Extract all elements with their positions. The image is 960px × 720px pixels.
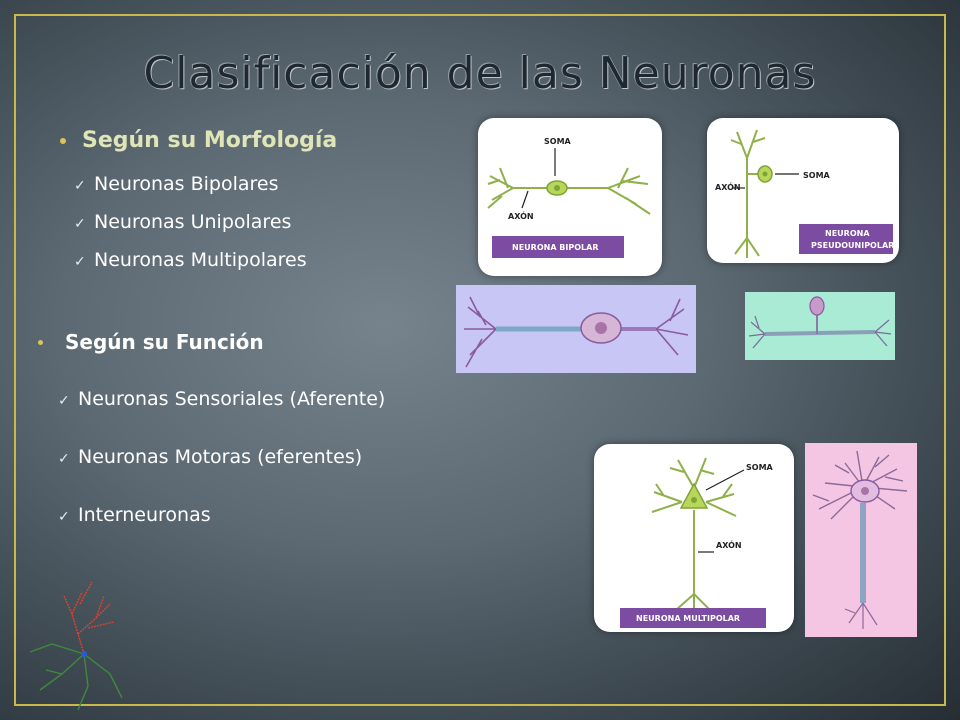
function-heading-text: Según su Función xyxy=(65,330,264,354)
list-item: ✓ Neuronas Unipolares xyxy=(74,204,307,242)
list-item: ✓ Neuronas Multipolares xyxy=(74,242,307,280)
bipolar-neuron-figure: SOMA AXÓN NEURONA BIPOLAR xyxy=(478,118,662,276)
list-item: ✓ Interneuronas xyxy=(58,504,385,562)
multipolar-neuron-figure: SOMA AXÓN NEURONA MULTIPOLAR xyxy=(594,444,794,632)
check-icon: ✓ xyxy=(58,509,70,525)
morphology-heading: Según su Morfología xyxy=(60,128,337,153)
check-icon: ✓ xyxy=(74,178,86,194)
bullet-dot-icon xyxy=(60,137,66,144)
multipolar-neuron-illustration xyxy=(805,443,917,637)
slide-title: Clasificación de las Neuronas xyxy=(143,48,817,99)
soma-label: SOMA xyxy=(544,137,572,146)
axon-label: AXÓN xyxy=(715,181,741,192)
axon-label: AXÓN xyxy=(716,539,742,550)
unipolar-neuron-illustration xyxy=(745,292,895,360)
list-item-text: Interneuronas xyxy=(78,504,211,526)
soma-label: SOMA xyxy=(746,463,774,472)
soma-label: SOMA xyxy=(803,171,831,180)
function-heading: Según su Función xyxy=(38,330,264,354)
list-item-text: Neuronas Multipolares xyxy=(94,249,307,271)
check-icon: ✓ xyxy=(58,393,70,409)
morphology-heading-text: Según su Morfología xyxy=(82,128,338,153)
list-item-text: Neuronas Bipolares xyxy=(94,173,279,195)
list-item-text: Neuronas Unipolares xyxy=(94,211,292,233)
list-item: ✓ Neuronas Motoras (eferentes) xyxy=(58,446,385,504)
slide-border xyxy=(14,14,946,706)
bipolar-neuron-illustration xyxy=(456,285,696,373)
list-item: ✓ Neuronas Bipolares xyxy=(74,166,307,204)
pseudounipolar-neuron-figure: SOMA AXÓN NEURONA PSEUDOUNIPOLAR xyxy=(707,118,899,263)
pseudounipolar-caption-line1: NEURONA xyxy=(825,229,870,238)
axon-label: AXÓN xyxy=(508,210,534,221)
list-item-text: Neuronas Sensoriales (Aferente) xyxy=(78,388,386,410)
bullet-dot-icon xyxy=(38,339,43,345)
decorative-neuron-icon xyxy=(22,574,132,714)
list-item: ✓ Neuronas Sensoriales (Aferente) xyxy=(58,388,385,446)
bipolar-caption: NEURONA BIPOLAR xyxy=(512,243,598,252)
multipolar-caption: NEURONA MULTIPOLAR xyxy=(636,614,740,623)
morphology-list: ✓ Neuronas Bipolares ✓ Neuronas Unipolares… xyxy=(74,166,307,280)
list-item-text: Neuronas Motoras (eferentes) xyxy=(78,446,363,468)
check-icon: ✓ xyxy=(58,451,70,467)
function-list: ✓ Neuronas Sensoriales (Aferente) ✓ Neuron… xyxy=(58,388,385,562)
check-icon: ✓ xyxy=(74,216,86,232)
pseudounipolar-caption-line2: PSEUDOUNIPOLAR xyxy=(811,241,894,250)
check-icon: ✓ xyxy=(74,254,86,270)
